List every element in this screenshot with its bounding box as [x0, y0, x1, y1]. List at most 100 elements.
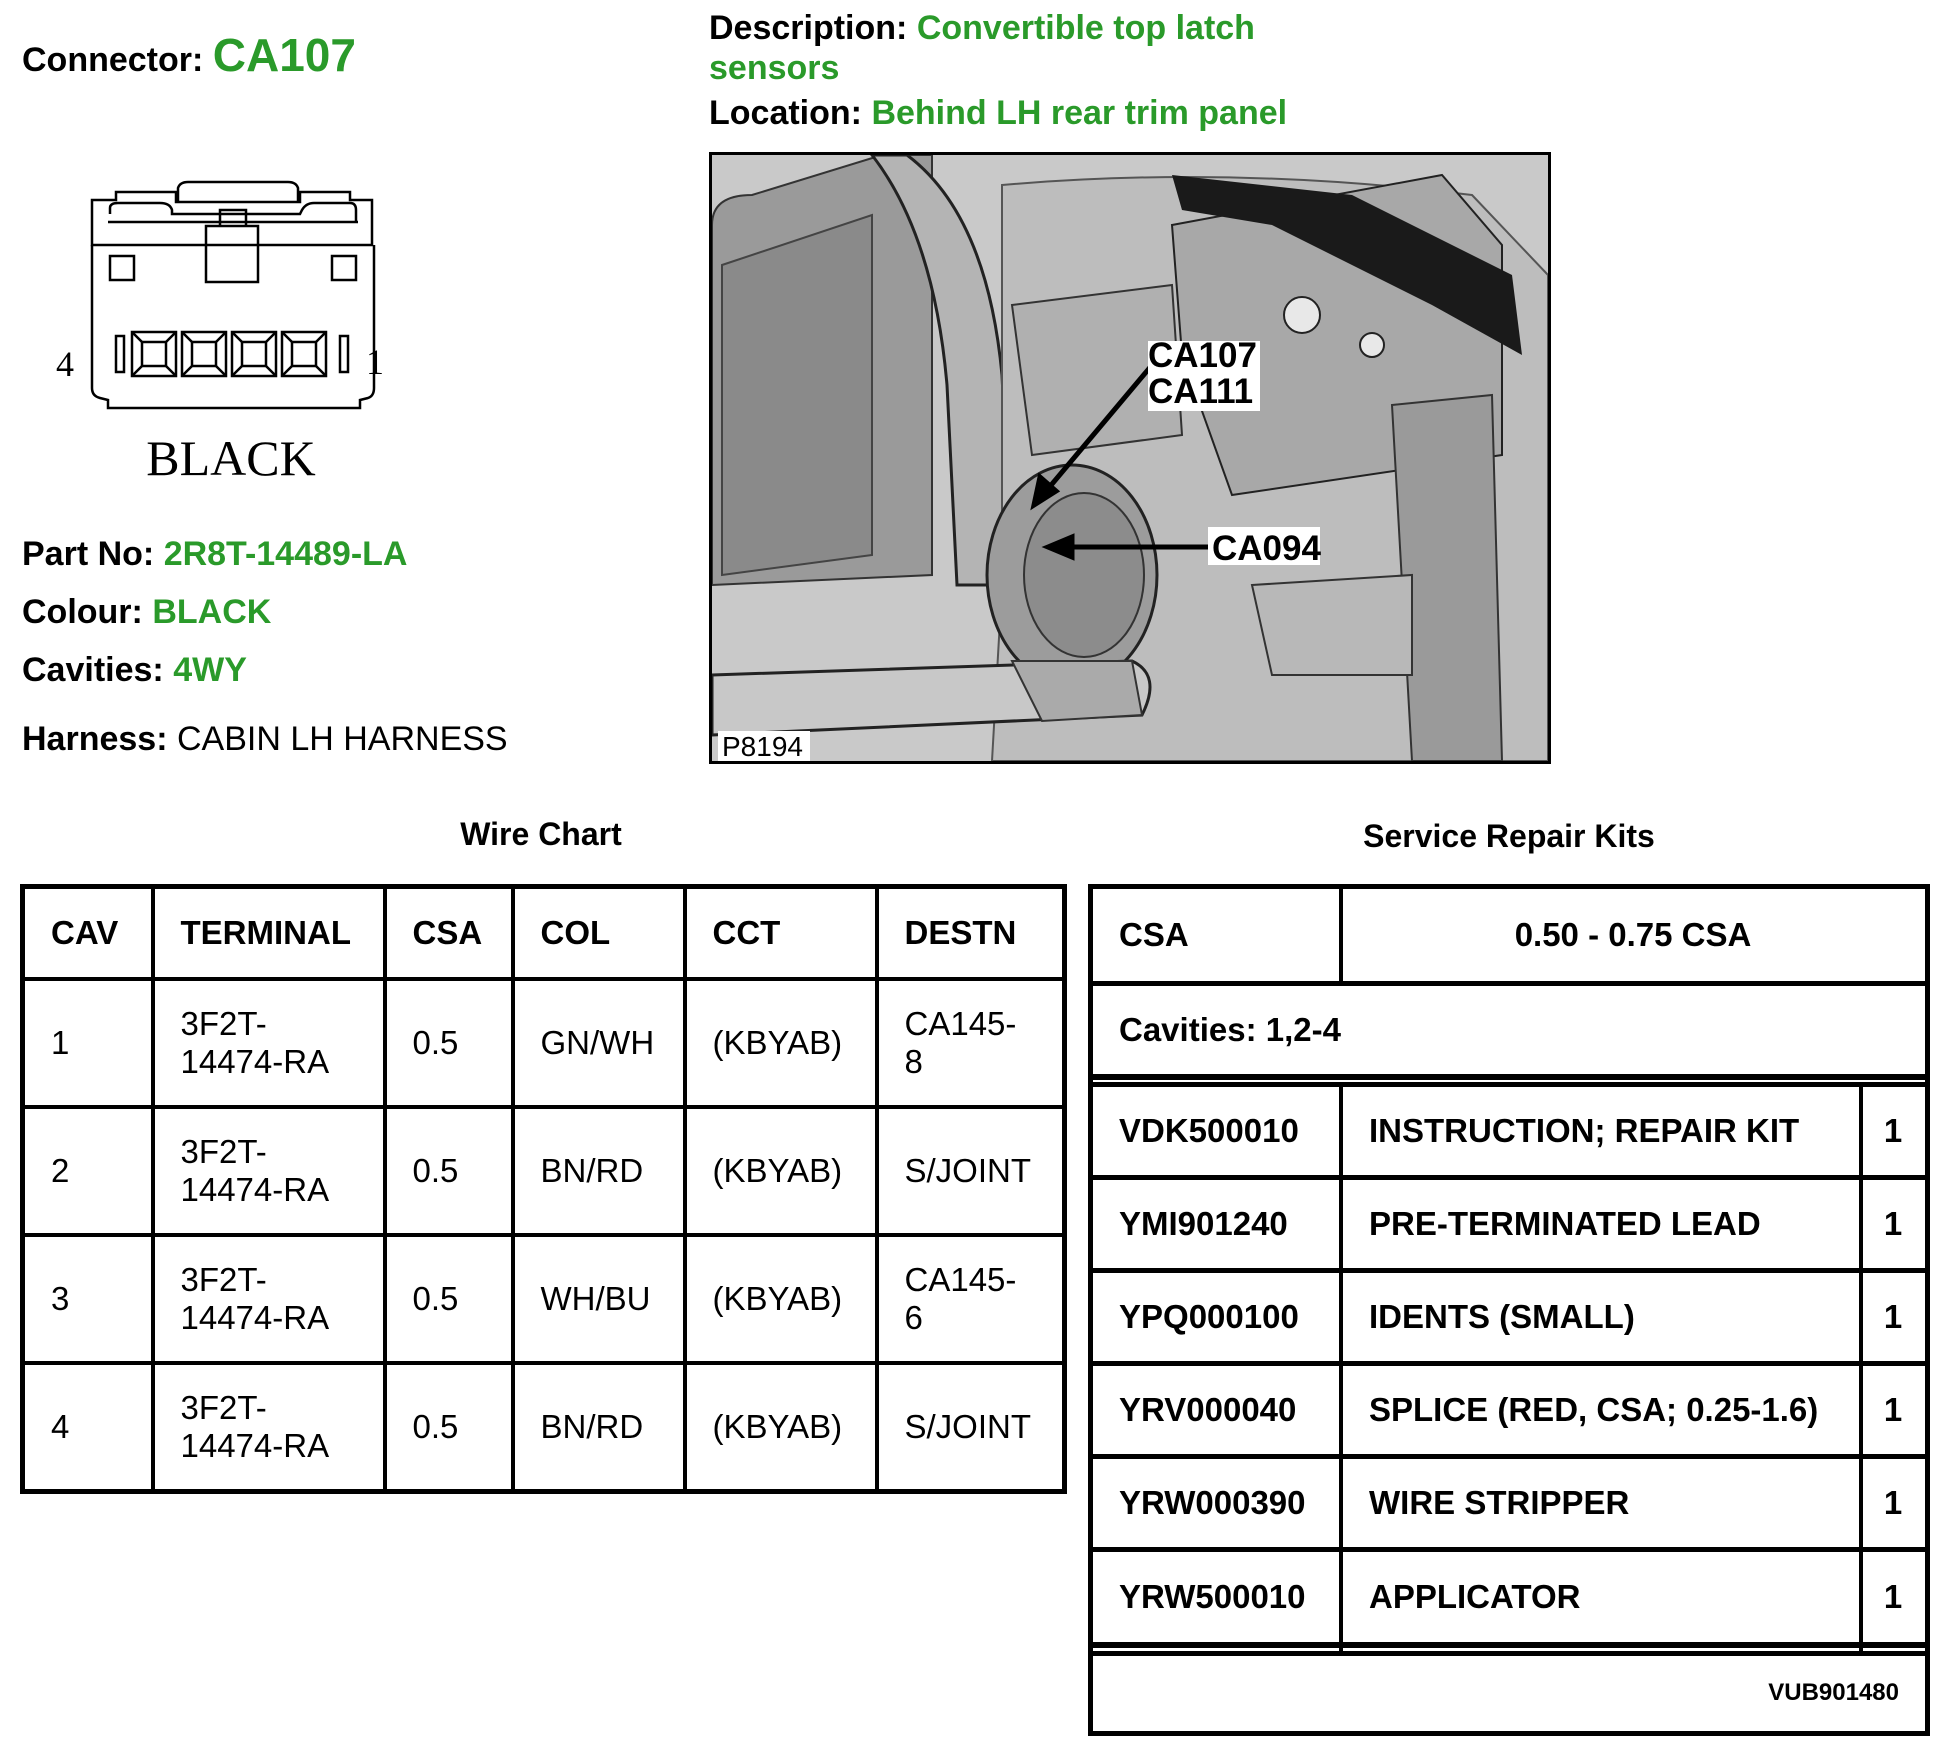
table-row: 4 3F2T-14474-RA 0.5 BN/RD (KBYAB) S/JOIN… — [20, 1361, 1067, 1494]
list-item: YRW500010 APPLICATOR 1 — [1093, 1552, 1925, 1642]
kits-csa-row: CSA 0.50 - 0.75 CSA — [1093, 889, 1925, 981]
colour-label: Colour: — [22, 593, 143, 631]
cell-destn-line1: CA145- — [904, 1005, 1017, 1042]
harness-line: Harness: CABIN LH HARNESS — [22, 720, 508, 759]
cell-destn-line2: 6 — [904, 1299, 923, 1336]
cell-terminal: 3F2T-14474-RA — [150, 1105, 387, 1237]
kit-description: WIRE STRIPPER — [1369, 1484, 1630, 1521]
col-header-terminal: TERMINAL — [150, 884, 387, 981]
callout-ca107: CA107 — [1148, 336, 1257, 375]
cell-cav: 2 — [20, 1105, 155, 1237]
col-header-cav: CAV — [20, 884, 155, 981]
kit-quantity: 1 — [1883, 1298, 1903, 1335]
cell-terminal-line2: 14474-RA — [180, 1171, 330, 1208]
cell-destn: S/JOINT — [874, 1361, 1067, 1494]
description-value-line1: Convertible top latch — [916, 9, 1255, 47]
kit-quantity: 1 — [1883, 1484, 1903, 1521]
list-item: YMI901240 PRE-TERMINATED LEAD 1 — [1093, 1180, 1925, 1268]
cell-terminal: 3F2T-14474-RA — [150, 1361, 387, 1494]
cell-terminal-line2: 14474-RA — [180, 1427, 330, 1464]
connector-id: CA107 — [212, 29, 356, 81]
part-number-label: Part No: — [22, 535, 155, 573]
kit-code: YMI901240 — [1119, 1205, 1288, 1242]
col-header-col: COL — [510, 884, 687, 981]
kit-code: YRV000040 — [1119, 1391, 1297, 1428]
cell-csa: 0.5 — [382, 1233, 515, 1365]
description-label: Description: — [709, 9, 908, 47]
cell-cav: 3 — [20, 1233, 155, 1365]
cell-cct: (KBYAB) — [682, 977, 879, 1109]
cell-destn: S/JOINT — [874, 1105, 1067, 1237]
kit-description: INSTRUCTION; REPAIR KIT — [1369, 1112, 1800, 1149]
kit-description: IDENTS (SMALL) — [1369, 1298, 1635, 1335]
harness-value: CABIN LH HARNESS — [176, 720, 508, 758]
cell-col: BN/RD — [510, 1105, 687, 1237]
kits-cavities-text: Cavities: 1,2-4 — [1119, 1011, 1341, 1048]
connector-label: Connector: — [22, 41, 204, 79]
cell-csa: 0.5 — [382, 1105, 515, 1237]
cell-terminal: 3F2T-14474-RA — [150, 1233, 387, 1365]
kit-quantity: 1 — [1883, 1205, 1903, 1242]
kit-code: VDK500010 — [1119, 1112, 1299, 1149]
cell-destn-line2: 8 — [904, 1043, 923, 1080]
cell-cct: (KBYAB) — [682, 1233, 879, 1365]
list-item: YRV000040 SPLICE (RED, CSA; 0.25-1.6) 1 — [1093, 1366, 1925, 1454]
location-photo: CA107 CA111 CA094 P8194 — [709, 152, 1551, 764]
col-header-csa: CSA — [382, 884, 515, 981]
description-value-line2: sensors — [709, 49, 840, 87]
cell-cav: 4 — [20, 1361, 155, 1494]
kits-cavities-row: Cavities: 1,2-4 — [1093, 986, 1925, 1074]
col-header-cct: CCT — [682, 884, 879, 981]
list-item: VDK500010 INSTRUCTION; REPAIR KIT 1 — [1093, 1087, 1925, 1175]
cell-csa: 0.5 — [382, 977, 515, 1109]
part-number-line: Part No: 2R8T-14489-LA — [22, 535, 407, 574]
cell-col: WH/BU — [510, 1233, 687, 1365]
cell-destn: CA145-8 — [874, 977, 1067, 1109]
colour-line: Colour: BLACK — [22, 593, 271, 632]
kit-description: APPLICATOR — [1369, 1578, 1581, 1615]
wire-chart-table: CAV TERMINAL CSA COL CCT DESTN 1 3F2T-14… — [20, 884, 1067, 1494]
location-value: Behind LH rear trim panel — [871, 94, 1288, 132]
kit-quantity: 1 — [1883, 1578, 1903, 1615]
cell-terminal-line2: 14474-RA — [180, 1043, 330, 1080]
callout-ca094: CA094 — [1212, 529, 1321, 568]
vehicle-interior-illustration — [712, 155, 1548, 761]
part-number-value: 2R8T-14489-LA — [163, 535, 408, 573]
cavities-label: Cavities: — [22, 651, 164, 689]
cell-terminal-line2: 14474-RA — [180, 1299, 330, 1336]
cell-destn-line1: CA145- — [904, 1261, 1017, 1298]
wire-chart-header-row: CAV TERMINAL CSA COL CCT DESTN — [20, 884, 1067, 981]
service-kits-title: Service Repair Kits — [1363, 818, 1655, 854]
cell-csa: 0.5 — [382, 1361, 515, 1494]
description-block: Description: Convertible top latch senso… — [709, 8, 1255, 88]
cell-destn-line1: S/JOINT — [904, 1408, 1032, 1445]
kit-code: YRW500010 — [1119, 1578, 1306, 1615]
kit-code: YRW000390 — [1119, 1484, 1306, 1521]
kit-quantity: 1 — [1883, 1112, 1903, 1149]
callout-ca107-ca111: CA107 CA111 — [1148, 338, 1257, 410]
cell-cct: (KBYAB) — [682, 1361, 879, 1494]
kits-footer-code: VUB901480 — [1768, 1679, 1899, 1706]
wire-chart-title: Wire Chart — [460, 816, 622, 852]
connector-heading: Connector: CA107 — [22, 28, 356, 82]
callout-ca111: CA111 — [1148, 372, 1254, 411]
figure-id: P8194 — [722, 731, 803, 762]
pin-number-right: 1 — [366, 342, 384, 382]
table-row: 3 3F2T-14474-RA 0.5 WH/BU (KBYAB) CA145-… — [20, 1233, 1067, 1365]
cavities-value: 4WY — [173, 651, 247, 689]
list-item: YRW000390 WIRE STRIPPER 1 — [1093, 1459, 1925, 1547]
cell-terminal-line1: 3F2T- — [180, 1389, 267, 1426]
cell-cct: (KBYAB) — [682, 1105, 879, 1237]
kit-quantity: 1 — [1883, 1391, 1903, 1428]
cell-col: GN/WH — [510, 977, 687, 1109]
table-row: 2 3F2T-14474-RA 0.5 BN/RD (KBYAB) S/JOIN… — [20, 1105, 1067, 1237]
cell-terminal-line1: 3F2T- — [180, 1133, 267, 1170]
connector-face-diagram: 4 1 BLACK — [56, 180, 384, 486]
cell-destn: CA145-6 — [874, 1233, 1067, 1365]
pin-number-left: 4 — [56, 344, 74, 384]
connector-colour-text: BLACK — [146, 430, 315, 486]
location-line: Location: Behind LH rear trim panel — [709, 94, 1287, 133]
kits-csa-label: CSA — [1119, 916, 1189, 953]
cell-terminal-line1: 3F2T- — [180, 1005, 267, 1042]
cell-col: BN/RD — [510, 1361, 687, 1494]
